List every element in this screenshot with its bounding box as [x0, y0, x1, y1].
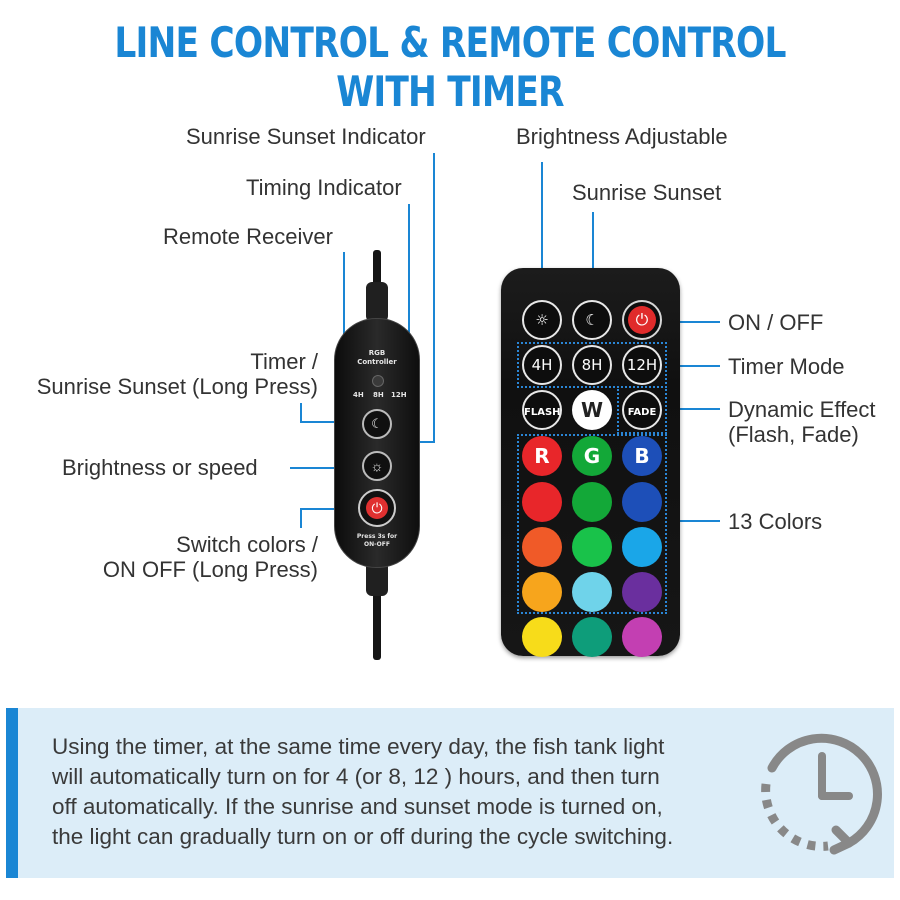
red-label: R	[534, 444, 550, 468]
remote-brightness-button[interactable]: ☼	[522, 300, 562, 340]
moon-sun-icon: ☾	[585, 311, 599, 329]
remote-green-button[interactable]: G	[572, 436, 612, 476]
fade-label: FADE	[627, 407, 657, 418]
label-13-colors: 13 Colors	[728, 509, 823, 534]
info-line-2: will automatically turn on for 4 (or 8, …	[52, 764, 660, 789]
remote-color-button[interactable]	[622, 482, 662, 522]
dynamic-effect-group	[617, 386, 667, 434]
info-text: Using the timer, at the same time every …	[52, 732, 752, 852]
cable-top	[373, 250, 381, 290]
label-sunrise-indicator: Sunrise Sunset Indicator	[186, 124, 426, 149]
controller-onoff-text: ON-OFF	[364, 541, 390, 548]
leader-timer-h	[300, 421, 362, 423]
label-dynamic-line2: (Flash, Fade)	[728, 422, 859, 447]
remote-color-button[interactable]	[622, 572, 662, 612]
remote-blue-button[interactable]: B	[622, 436, 662, 476]
timer-mode-group	[517, 342, 667, 388]
receiver-dot	[372, 375, 384, 387]
remote-color-button[interactable]	[622, 617, 662, 657]
remote-color-button[interactable]	[522, 572, 562, 612]
leader-remote-receiver	[343, 252, 345, 384]
remote-color-button[interactable]	[572, 527, 612, 567]
leader-on-off	[668, 321, 720, 323]
remote-control: ☼ ☾ ⏻ 4H 8H 12H FLASH W FADE R G B	[501, 268, 680, 657]
label-remote-receiver: Remote Receiver	[163, 224, 333, 249]
power-icon: ⏻	[628, 306, 656, 334]
remote-color-button[interactable]	[522, 527, 562, 567]
blue-label: B	[634, 444, 650, 468]
leader-timer-mode	[672, 365, 720, 367]
remote-color-button[interactable]	[522, 482, 562, 522]
sun-icon: ☼	[535, 311, 549, 329]
remote-color-button[interactable]	[522, 617, 562, 657]
label-brightness-adjustable: Brightness Adjustable	[516, 124, 728, 149]
inline-controller: RGB Controller 4H 8H 12H ☾ ☼ ⏻ Press 3s …	[334, 318, 420, 568]
label-timer-line2: Sunrise Sunset (Long Press)	[36, 374, 318, 399]
remote-color-button[interactable]	[622, 527, 662, 567]
label-brightness-speed: Brightness or speed	[62, 455, 258, 480]
remote-color-button[interactable]	[572, 617, 612, 657]
leader-sunrise-indicator	[433, 153, 435, 443]
controller-name-text: Controller	[357, 358, 397, 366]
info-line-4: the light can gradually turn on or off d…	[52, 824, 674, 849]
leader-colors	[672, 520, 720, 522]
cable-strain-relief-bottom	[366, 560, 388, 596]
cable-bottom	[373, 590, 381, 660]
clock-cycle-icon	[761, 733, 882, 855]
leader-dynamic	[668, 408, 720, 410]
flash-label: FLASH	[524, 407, 561, 418]
remote-flash-button[interactable]: FLASH	[522, 390, 562, 430]
remote-color-button[interactable]	[572, 482, 612, 522]
info-accent-bar	[6, 708, 18, 878]
remote-color-button[interactable]	[572, 572, 612, 612]
remote-sunrise-button[interactable]: ☾	[572, 300, 612, 340]
label-timer-line1: Timer /	[250, 349, 318, 374]
remote-power-button[interactable]: ⏻	[622, 300, 662, 340]
controller-rgb-text: RGB	[368, 349, 386, 357]
controller-press-text: Press 3s for	[356, 533, 398, 540]
label-switch-line2: ON OFF (Long Press)	[102, 557, 318, 582]
leader-brightness	[290, 467, 360, 469]
remote-timer-4h[interactable]: 4H	[522, 345, 562, 385]
moon-sun-icon: ☾	[371, 416, 383, 431]
white-label: W	[580, 398, 604, 422]
label-timing-indicator: Timing Indicator	[246, 175, 402, 200]
leader-timer	[300, 403, 302, 423]
remote-timer-12h[interactable]: 12H	[622, 345, 662, 385]
controller-8h: 8H	[373, 391, 384, 399]
info-panel: Using the timer, at the same time every …	[6, 708, 894, 878]
controller-power-button[interactable]: ⏻	[358, 489, 396, 527]
colors-group	[517, 434, 667, 614]
remote-white-button[interactable]: W	[572, 390, 612, 430]
remote-fade-button[interactable]: FADE	[622, 390, 662, 430]
leader-sunrise-sunset	[592, 212, 594, 292]
label-sunrise-sunset: Sunrise Sunset	[572, 180, 722, 205]
label-dynamic-line1: Dynamic Effect	[728, 397, 876, 422]
cable-strain-relief-top	[366, 282, 388, 322]
timer-12h-label: 12H	[626, 356, 658, 374]
label-switch-line1: Switch colors /	[176, 532, 318, 557]
power-icon: ⏻	[366, 497, 388, 519]
sun-icon: ☼	[370, 458, 384, 474]
controller-brightness-button[interactable]: ☼	[362, 451, 392, 481]
controller-timer-button[interactable]: ☾	[362, 409, 392, 439]
info-line-3: off automatically. If the sunrise and su…	[52, 794, 663, 819]
remote-red-button[interactable]: R	[522, 436, 562, 476]
controller-4h: 4H	[353, 391, 364, 399]
page-title: LINE CONTROL & REMOTE CONTROL WITH TIMER	[114, 18, 786, 116]
leader-switch-h	[300, 508, 362, 510]
info-line-1: Using the timer, at the same time every …	[52, 734, 665, 759]
timer-8h-label: 8H	[581, 356, 603, 374]
leader-switch	[300, 508, 302, 528]
leader-brightness-adjustable	[541, 162, 543, 292]
leader-timing-indicator	[408, 204, 410, 390]
label-timer-mode: Timer Mode	[728, 354, 845, 379]
remote-timer-8h[interactable]: 8H	[572, 345, 612, 385]
green-label: G	[583, 444, 601, 468]
controller-12h: 12H	[391, 391, 407, 399]
timer-4h-label: 4H	[531, 356, 553, 374]
label-on-off: ON / OFF	[728, 310, 824, 335]
